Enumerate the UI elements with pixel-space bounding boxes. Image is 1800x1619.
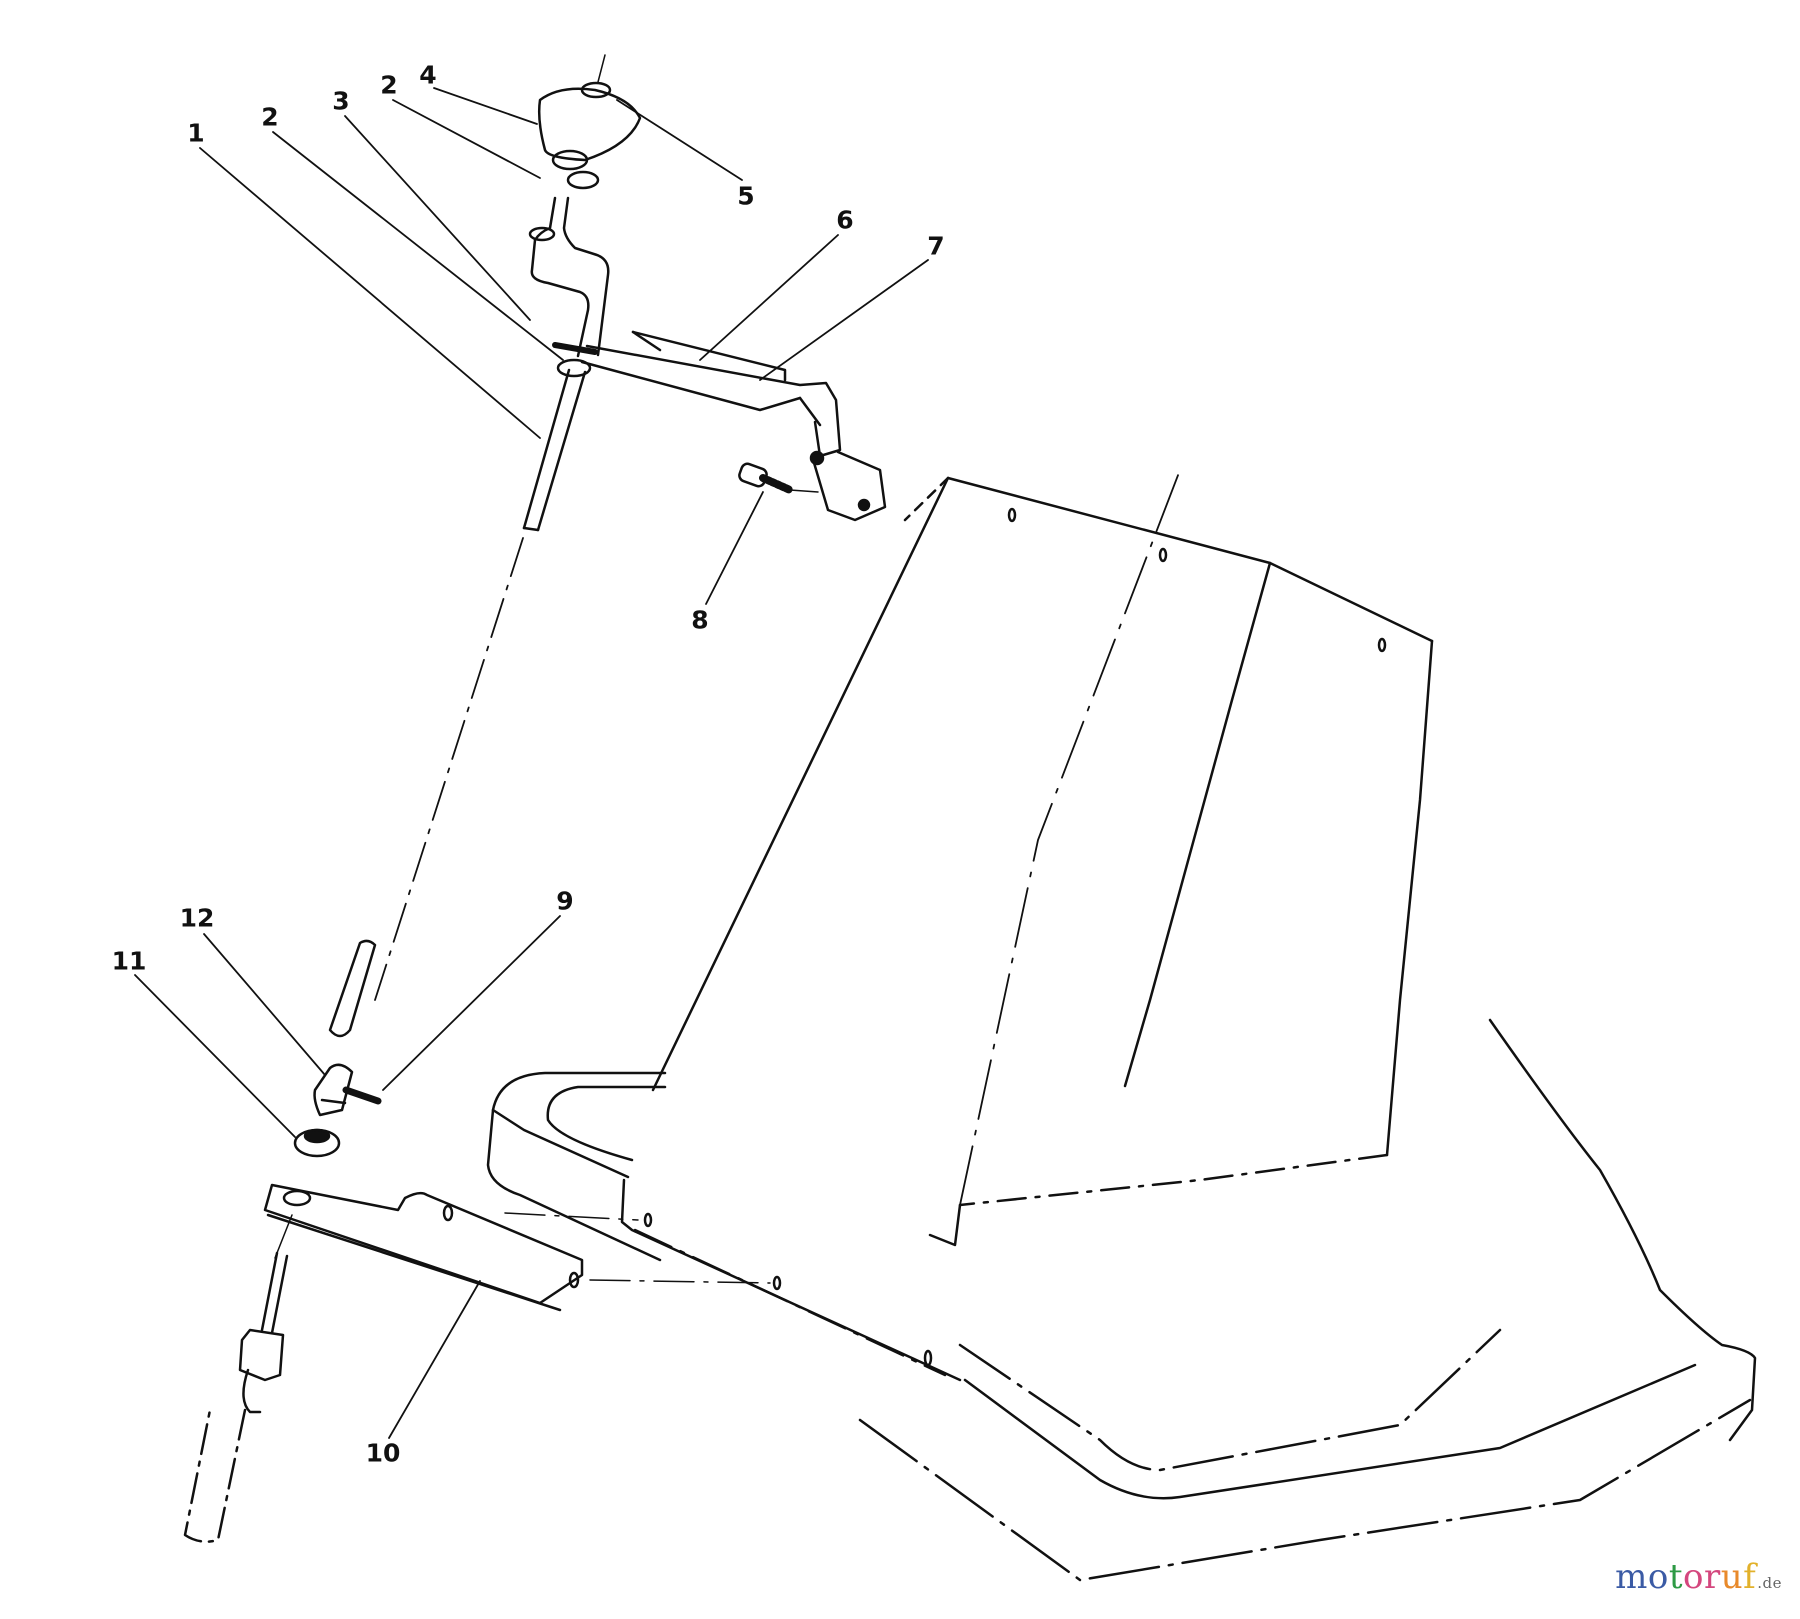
callout-1: 1 — [187, 118, 205, 148]
callout-5: 5 — [737, 181, 755, 211]
shift-lever — [528, 196, 610, 358]
lower-shaft — [183, 1214, 293, 1543]
callout-4: 4 — [419, 60, 437, 90]
callout-3: 3 — [332, 86, 350, 116]
callout-12: 12 — [179, 903, 215, 933]
watermark-letter: o — [1683, 1557, 1704, 1597]
watermark-letter: t — [1668, 1557, 1683, 1597]
callout-2a: 2 — [261, 102, 279, 132]
upper-shaft — [522, 368, 587, 532]
bolt — [738, 462, 819, 494]
callout-7: 7 — [927, 231, 945, 261]
base-frame — [486, 1018, 1757, 1582]
leader-lines — [134, 87, 929, 1439]
lower-bracket — [263, 1183, 782, 1312]
callout-10: 10 — [365, 1438, 401, 1468]
console-housing — [651, 469, 1434, 1367]
callout-2b: 2 — [380, 70, 398, 100]
coupling-pin — [328, 939, 377, 1038]
callout-11: 11 — [111, 946, 147, 976]
nut — [293, 1128, 341, 1158]
callout-9: 9 — [556, 886, 574, 916]
coupler — [313, 1063, 354, 1117]
watermark-letter: m — [1615, 1557, 1648, 1597]
watermark-letter: u — [1720, 1557, 1744, 1597]
watermark-letter: f — [1743, 1557, 1757, 1597]
lever-arm — [552, 330, 887, 522]
roll-pin — [342, 1086, 382, 1105]
watermark-logo: motoruf.de — [1615, 1557, 1782, 1597]
watermark-letter: o — [1647, 1557, 1669, 1597]
callout-6: 6 — [836, 205, 854, 235]
watermark-suffix: .de — [1757, 1574, 1782, 1592]
callout-8: 8 — [691, 605, 709, 635]
knob — [537, 54, 642, 190]
watermark-letter: r — [1703, 1557, 1721, 1597]
